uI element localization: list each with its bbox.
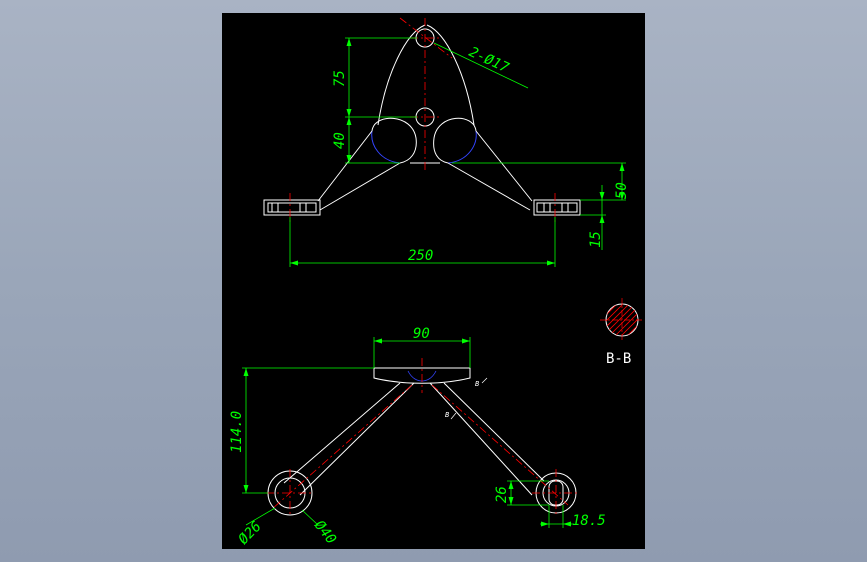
right-arm <box>447 130 533 211</box>
dim-dia-26: Ø26 <box>236 519 265 548</box>
front-dimensions <box>289 37 626 267</box>
hidden-arc-right <box>447 130 477 164</box>
dim-hole-callout: 2-Ø17 <box>466 44 511 77</box>
section-label: B-B <box>606 351 631 367</box>
plan-arrows <box>243 338 571 527</box>
dim-18-5: 18.5 <box>572 513 606 529</box>
dim-90: 90 <box>413 326 430 342</box>
section-markers: B B <box>445 377 488 420</box>
dim-26: 26 <box>494 486 510 503</box>
top-plate <box>373 367 471 384</box>
front-view <box>263 24 581 216</box>
drawing-sheet: 75 40 2-Ø17 250 50 15 B-B <box>222 13 645 549</box>
left-boss <box>371 117 417 164</box>
right-boss <box>433 117 477 164</box>
plan-right-arm <box>429 382 545 496</box>
right-clamp-inner <box>536 202 578 213</box>
dim-114: 114.0 <box>229 411 245 453</box>
technical-drawing: 75 40 2-Ø17 250 50 15 B-B <box>229 17 644 548</box>
plan-centerlines <box>266 358 580 517</box>
dim-250: 250 <box>408 248 433 264</box>
dim-15: 15 <box>588 231 604 248</box>
left-clamp <box>263 199 321 216</box>
right-clamp <box>533 199 581 216</box>
dim-40: 40 <box>332 132 348 149</box>
section-b-b: B-B <box>600 298 644 367</box>
dim-75: 75 <box>332 70 348 87</box>
front-centerlines <box>289 17 556 225</box>
dim-50: 50 <box>614 182 630 199</box>
section-marker-b1: B <box>475 380 479 388</box>
hidden-arc-left <box>371 130 401 164</box>
right-clamp-hatch <box>543 203 569 212</box>
plan-hidden <box>407 370 437 382</box>
left-arm <box>317 130 401 211</box>
plan-dimensions <box>242 337 574 528</box>
front-arrows <box>290 38 625 266</box>
left-clamp-hatch <box>271 203 307 212</box>
front-dim-text: 75 40 2-Ø17 250 50 15 <box>332 44 630 264</box>
head-outline <box>377 24 475 126</box>
section-marker-b2: B <box>445 411 449 419</box>
plan-left-arm <box>283 382 415 496</box>
left-clamp-inner <box>267 202 317 213</box>
